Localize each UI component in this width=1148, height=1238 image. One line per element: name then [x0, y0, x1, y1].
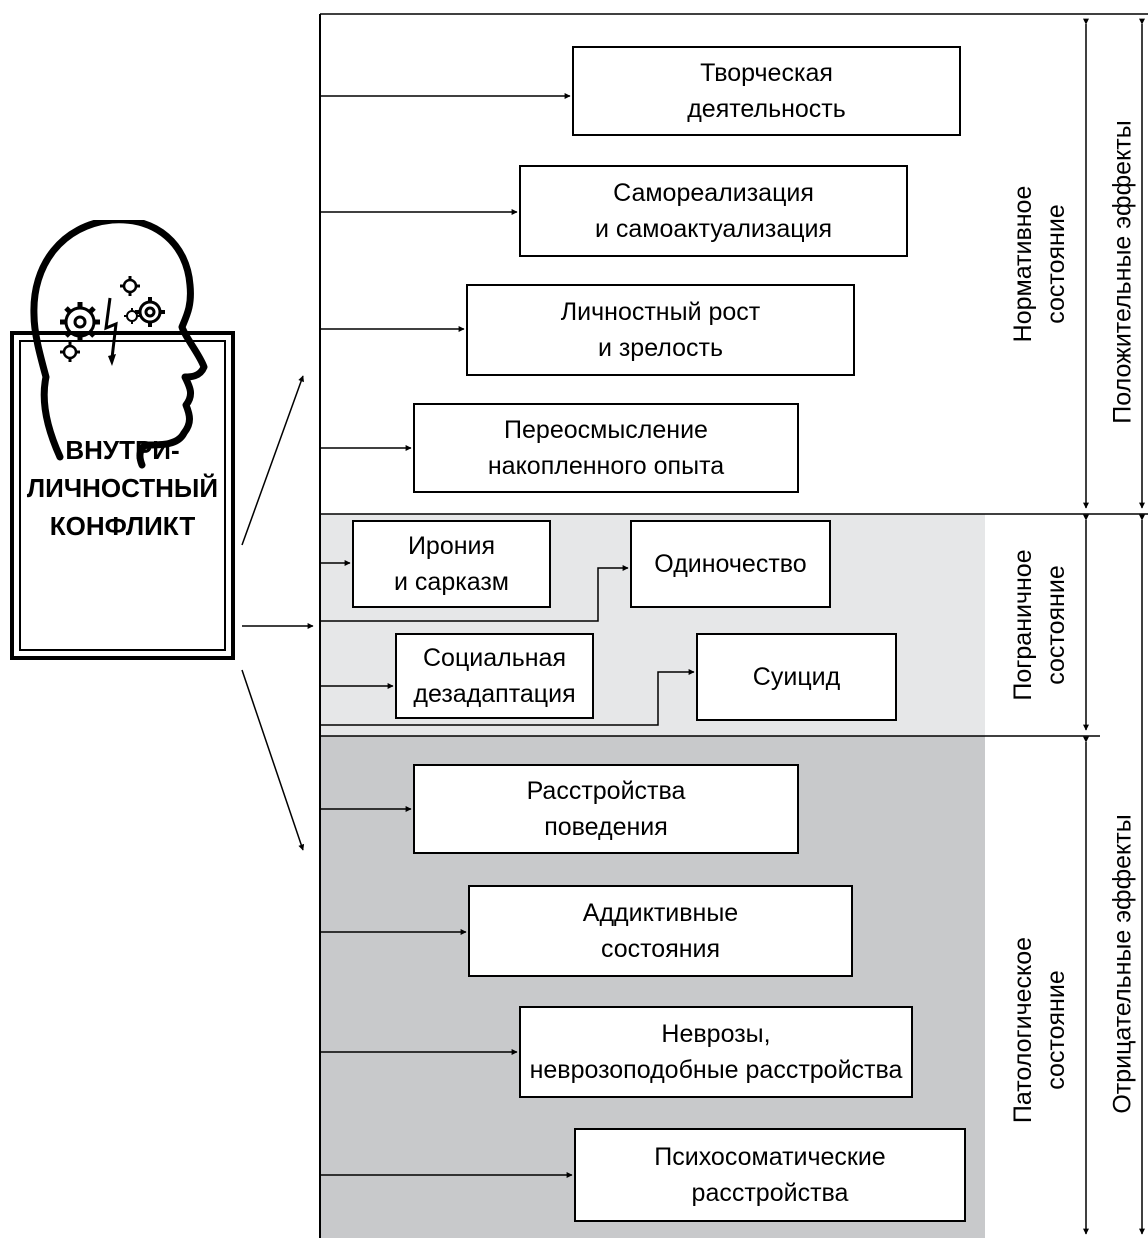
effect-line: поведения — [544, 813, 668, 841]
arrow-suicide — [320, 669, 695, 726]
effect-box-self-realization: Самореализация и самоактуализация — [519, 165, 908, 257]
effect-line: Переосмысление — [504, 416, 708, 444]
arrow-to-pathological — [241, 669, 305, 851]
effect-line: деятельность — [687, 95, 846, 123]
effect-box-loneliness: Одиночество — [630, 520, 831, 608]
effect-box-behavior-disorders: Расстройства поведения — [413, 764, 799, 854]
effect-box-creative-activity: Творческая деятельность — [572, 46, 961, 136]
state-label-line: Пограничное — [1009, 549, 1037, 701]
effect-line: Самореализация — [613, 179, 814, 207]
effect-line: Творческая — [700, 59, 833, 87]
source-title-line: КОНФЛИКТ — [49, 511, 196, 541]
gear-top — [120, 276, 140, 296]
effect-line: и самоактуализация — [594, 215, 833, 243]
gear-small-left — [60, 342, 80, 362]
head-gears-icon — [30, 220, 208, 469]
arrow-to-normative — [241, 375, 304, 546]
effect-line: Неврозы, — [661, 1020, 771, 1048]
outcome-label-positive: Положительные эффекты — [1107, 120, 1140, 423]
state-label-line: состояние — [1042, 565, 1070, 685]
state-label-line: Нормативное — [1009, 185, 1037, 343]
state-label-line: состояние — [1042, 970, 1070, 1090]
effect-box-social-maladaptation: Социальная дезадаптация — [395, 633, 594, 719]
outcome-label-text: Отрицательные эффекты — [1108, 814, 1137, 1114]
arrow-loneliness — [320, 565, 629, 622]
effect-line: расстройства — [691, 1179, 849, 1207]
source-title: ВНУТРИ- ЛИЧНОСТНЫЙ КОНФЛИКТ — [14, 431, 231, 545]
effect-box-neuroses: Неврозы, неврозоподобные расстройства — [519, 1006, 913, 1098]
gear-large — [60, 302, 100, 342]
state-label-line: состояние — [1042, 204, 1070, 324]
effect-line: Психосоматические — [654, 1143, 886, 1171]
effect-line: Аддиктивные — [582, 899, 739, 927]
state-label-normative: Нормативное состояние — [1007, 186, 1073, 343]
effect-box-irony: Ирония и сарказм — [352, 520, 551, 608]
state-label-line: Патологическое — [1009, 936, 1037, 1124]
effect-line: и зрелость — [597, 334, 724, 362]
source-title-line: ВНУТРИ- — [65, 435, 180, 465]
effect-line: Расстройства — [526, 777, 686, 805]
effect-line: Социальная — [422, 644, 566, 672]
lightning-bolt — [104, 297, 118, 359]
source-inner-frame — [19, 340, 226, 651]
effect-line: дезадаптация — [413, 680, 576, 708]
state-label-pathological: Патологическое состояние — [1007, 937, 1073, 1123]
effect-line: Ирония — [407, 532, 496, 560]
effect-box-personal-growth: Личностный рост и зрелость — [466, 284, 855, 376]
outcome-label-text: Положительные эффекты — [1108, 120, 1137, 424]
effect-line: состояния — [600, 935, 721, 963]
effect-line: накопленного опыта — [487, 452, 725, 480]
effect-line: Одиночество — [654, 550, 807, 578]
effect-box-addictive-states: Аддиктивные состояния — [468, 885, 853, 977]
source-title-line: ЛИЧНОСТНЫЙ — [26, 473, 219, 503]
effect-line: Личностный рост — [560, 298, 761, 326]
effect-box-psychosomatic: Психосоматические расстройства — [574, 1128, 966, 1222]
effect-box-rethinking-experience: Переосмысление накопленного опыта — [413, 403, 799, 493]
gear-right — [135, 297, 165, 327]
effect-line: и сарказм — [394, 568, 509, 596]
effect-line: неврозоподобные расстройства — [529, 1056, 903, 1084]
gear-mid — [124, 308, 140, 324]
outcome-label-negative: Отрицательные эффекты — [1107, 814, 1140, 1113]
state-label-borderline: Пограничное состояние — [1007, 549, 1073, 700]
effect-box-suicide: Суицид — [696, 633, 897, 721]
effect-line: Суицид — [752, 663, 841, 691]
